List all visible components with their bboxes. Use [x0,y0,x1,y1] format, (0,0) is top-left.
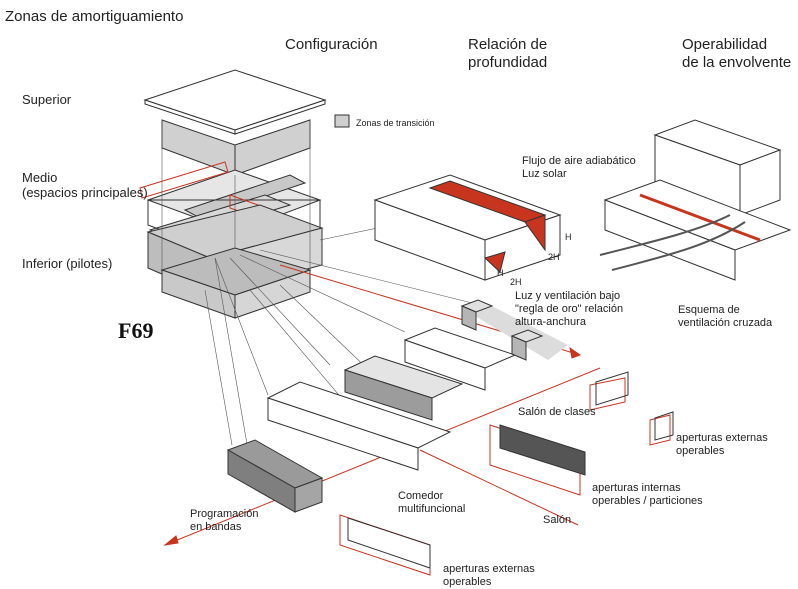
ext-openings-2-label: aperturas externas operables [443,563,535,589]
openings [340,378,670,575]
title: Zonas de amortiguamiento [5,8,183,26]
hall-label: Salón [543,514,571,527]
level-upper: Superior [22,92,71,107]
legend-swatch [335,115,349,127]
level-lower: Inferior (pilotes) [22,256,112,271]
col-envelope: Operabilidad de la envolvente [682,36,791,72]
upper-slab [145,70,325,175]
level-middle: Medio (espacios principales) [22,170,148,200]
classroom-label: Salón de clases [518,406,596,419]
envelope-block [600,120,790,280]
legend-label: Zonas de transición [356,116,435,131]
cross-vent-label: Esquema de ventilación cruzada [678,304,772,330]
col-config: Configuración [285,36,378,54]
dining-label: Comedor multifuncional [398,490,465,516]
figure-ref: F69 [118,318,153,344]
dim-h-1: H [565,230,572,245]
band-block [228,440,322,512]
bands-label: Programación en bandas [190,508,258,534]
depth-block [375,175,560,280]
golden-rule-label: Luz y ventilación bajo "regla de oro" re… [515,290,623,329]
ext-openings-1-label: aperturas externas operables [676,432,768,458]
airflow-label: Flujo de aire adiabático Luz solar [522,155,636,181]
dim-2h-2: 2H [510,275,522,290]
dim-h-2: H [497,266,504,281]
int-openings-label: aperturas internas operables / particion… [592,482,703,508]
dim-2h-1: 2H [548,250,560,265]
col-depth: Relación de profundidad [468,36,547,72]
